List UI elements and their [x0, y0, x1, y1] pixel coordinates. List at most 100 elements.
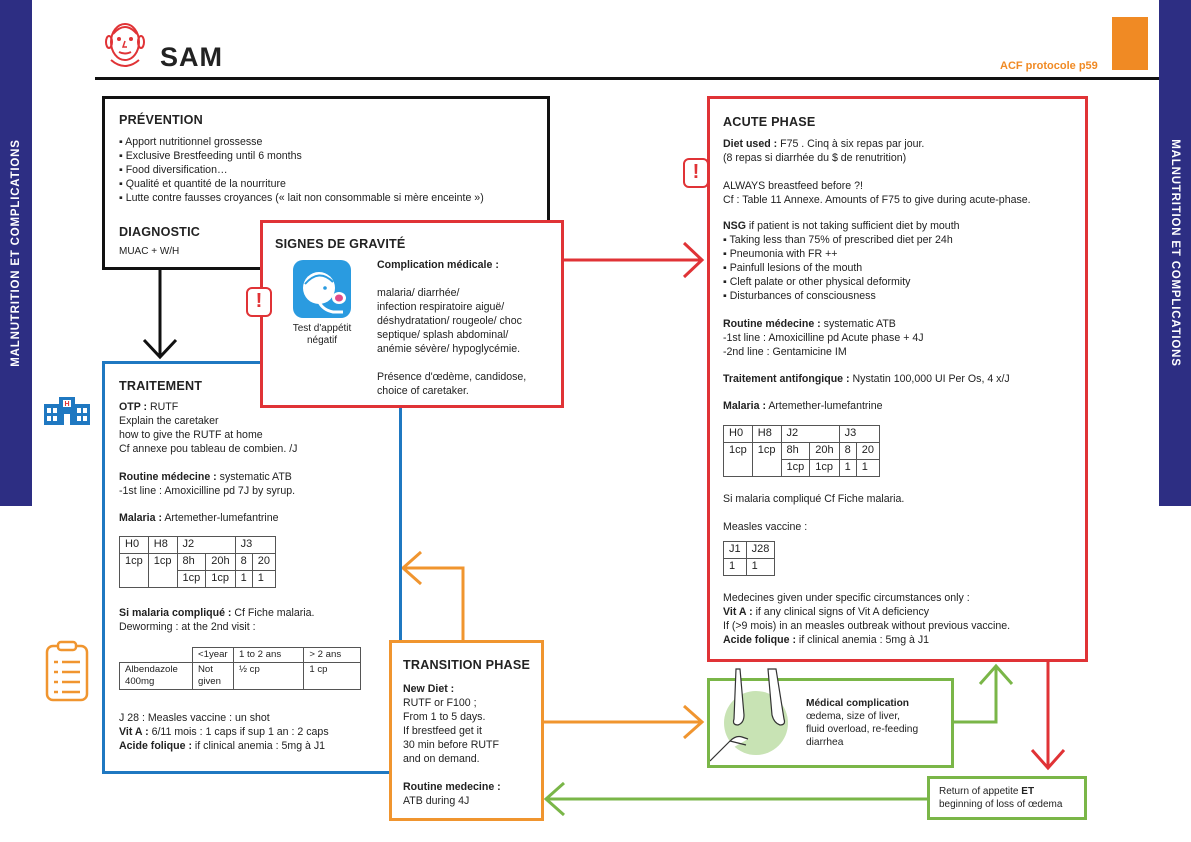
transition-diet: New Diet : RUTF or F100 ; From 1 to 5 da…: [403, 682, 543, 766]
treatment-routine: Routine médecine : systematic ATB -1st l…: [119, 470, 399, 498]
table-cell: J28: [745, 541, 776, 559]
malaria-label: Malaria :: [723, 400, 766, 412]
acute-circumstances: Medecines given under specific circumsta…: [723, 591, 1088, 647]
gravity-complication: Complication médicale : malaria/ diarrhé…: [377, 258, 565, 398]
table-cell: > 2 ans: [303, 647, 361, 663]
nsg-item: Cleft palate or other physical deformity: [723, 275, 1088, 289]
folic-value: if clinical anemia : 5mg à J1: [795, 634, 930, 646]
complicated-value: Cf Fiche malaria.: [231, 607, 315, 619]
treatment-box: TRAITEMENT OTP : RUTF Explain the careta…: [102, 361, 402, 774]
nsg-item: Disturbances of consciousness: [723, 289, 1088, 303]
complication-line: anémie sévère/ hypoglycémie.: [377, 343, 521, 355]
table-cell: J2: [780, 425, 840, 443]
table-cell: 1 cp: [303, 662, 361, 690]
acute-routine: Routine médecine : systematic ATB -1st l…: [723, 317, 1088, 359]
vita-label: Vit A :: [119, 726, 149, 738]
presence-line: Présence d'œdème, candidose,: [377, 371, 527, 383]
acute-complicated: Si malaria compliqué Cf Fiche malaria.: [723, 493, 905, 505]
nsg-label: NSG: [723, 220, 746, 232]
prevention-list: Apport nutritionnel grossesse Exclusive …: [119, 135, 484, 205]
table-cell: 20h: [809, 442, 840, 460]
folic-label: Acide folique :: [723, 634, 796, 646]
prevention-item: Lutte contre fausses croyances (« lait n…: [119, 191, 484, 205]
table-cell: 1: [251, 570, 276, 588]
diet-line: From 1 to 5 days.: [403, 711, 486, 723]
acute-diet: Diet used : F75 . Cinq à six repas par j…: [723, 137, 1083, 165]
table-cell: J3: [234, 536, 276, 554]
side-band-left: MALNUTRITION ET COMPLICATIONS: [0, 0, 32, 506]
prevention-item: Apport nutritionnel grossesse: [119, 135, 484, 149]
treatment-footer: J 28 : Measles vaccine : un shot Vit A :…: [119, 711, 401, 753]
side-band-right: MALNUTRITION ET COMPLICATIONS: [1159, 0, 1191, 506]
table-cell: J2: [176, 536, 236, 554]
page-title: SAM: [160, 42, 223, 72]
table-cell: 8h: [780, 442, 811, 460]
acute-measles-table: J1 J28 1 1: [723, 541, 776, 576]
routine-label: Routine medecine :: [403, 781, 501, 793]
treatment-malaria-table: H0 H8 J2 J3 1cp 1cp 8h 20h 8 20 1cp 1cp …: [119, 536, 276, 588]
otp-line: Cf annexe pou tableau de combien. /J: [119, 443, 298, 455]
folic-label: Acide folique :: [119, 740, 192, 752]
nsg-item: Painfull lesions of the mouth: [723, 261, 1088, 275]
complication-box: Médical complication œdema, size of live…: [707, 668, 956, 768]
complication-text: Médical complication œdema, size of live…: [806, 697, 956, 749]
table-cell: [119, 647, 193, 663]
routine-value: systematic ATB: [216, 471, 292, 483]
otp-label: OTP :: [119, 401, 148, 413]
face-icon: [105, 23, 145, 67]
table-cell: 1 to 2 ans: [232, 647, 305, 663]
table-cell: 1cp: [780, 459, 811, 477]
acute-nsg: NSG if patient is not taking sufficient …: [723, 219, 1088, 303]
table-cell: 20: [855, 442, 880, 460]
routine-line: -1st line : Amoxicilline pd 7J by syrup.: [119, 485, 296, 497]
circumstances-line: Medecines given under specific circumsta…: [723, 592, 970, 604]
measles-line: J 28 : Measles vaccine : un shot: [119, 712, 270, 724]
otp-line: how to give the RUTF at home: [119, 429, 263, 441]
feet-examination-icon: [710, 668, 788, 762]
complicated-label: Si malaria compliqué :: [119, 607, 232, 619]
gravity-icon-caption: Test d'appétit négatif: [275, 323, 369, 347]
presence-line: choice of caretaker.: [377, 385, 469, 397]
diet-line: (8 repas si diarrhée du $ de renutrition…: [723, 152, 907, 164]
table-cell: 1: [838, 459, 857, 477]
folic-value: if clinical anemia : 5mg à J1: [191, 740, 326, 752]
otp-line: Explain the caretaker: [119, 415, 219, 427]
acute-breastfeed: ALWAYS breastfeed before ?! Cf : Table 1…: [723, 179, 1088, 207]
diagnostic-text: MUAC + W/H: [119, 246, 180, 257]
nsg-list: Taking less than 75% of prescribed diet …: [723, 233, 1088, 303]
treatment-malaria: Malaria : Artemether-lumefantrine: [119, 511, 279, 525]
diet-label: Diet used :: [723, 138, 778, 150]
table-cell: J1: [723, 541, 747, 559]
return-line: Return of appetite: [939, 786, 1019, 797]
complication-line: œdema, size of liver,: [806, 711, 900, 722]
table-cell: H0: [119, 536, 149, 554]
table-cell: 1cp: [147, 553, 178, 588]
complication-line: septique/ splash abdominal/: [377, 329, 509, 341]
return-box: Return of appetite ET beginning of loss …: [927, 776, 1087, 820]
acute-title: ACUTE PHASE: [723, 115, 816, 129]
complication-line: malaria/ diarrhée/: [377, 287, 460, 299]
diet-line: and on demand.: [403, 753, 480, 765]
vita-line: If (>9 mois) in an measles outbreak with…: [723, 620, 1011, 632]
routine-value: systematic ATB: [820, 318, 896, 330]
deworming-line: Deworming : at the 2nd visit :: [119, 621, 256, 633]
warning-icon: !: [246, 287, 272, 317]
transition-routine: Routine medecine : ATB during 4J: [403, 780, 543, 808]
table-cell: ½ cp: [232, 662, 305, 690]
complication-label: Complication médicale :: [377, 259, 499, 271]
return-bold: ET: [1021, 786, 1035, 797]
vita-value: if any clinical signs of Vit A deficienc…: [752, 606, 930, 618]
svg-text:H: H: [64, 401, 69, 408]
prevention-title: PRÉVENTION: [119, 113, 203, 127]
treatment-complicated: Si malaria compliqué : Cf Fiche malaria.…: [119, 606, 399, 634]
complication-title: Médical complication: [806, 698, 910, 709]
table-cell: 1cp: [751, 442, 782, 477]
table-cell: 1cp: [205, 570, 236, 588]
table-cell: 1: [723, 558, 747, 576]
acute-box: ACUTE PHASE Diet used : F75 . Cinq à six…: [707, 96, 1088, 662]
arrow-complication-to-acute: [953, 668, 998, 724]
routine-label: Routine médecine :: [723, 318, 821, 330]
table-cell: J3: [838, 425, 880, 443]
complication-line: déshydratation/ rougeole/ choc: [377, 315, 522, 327]
